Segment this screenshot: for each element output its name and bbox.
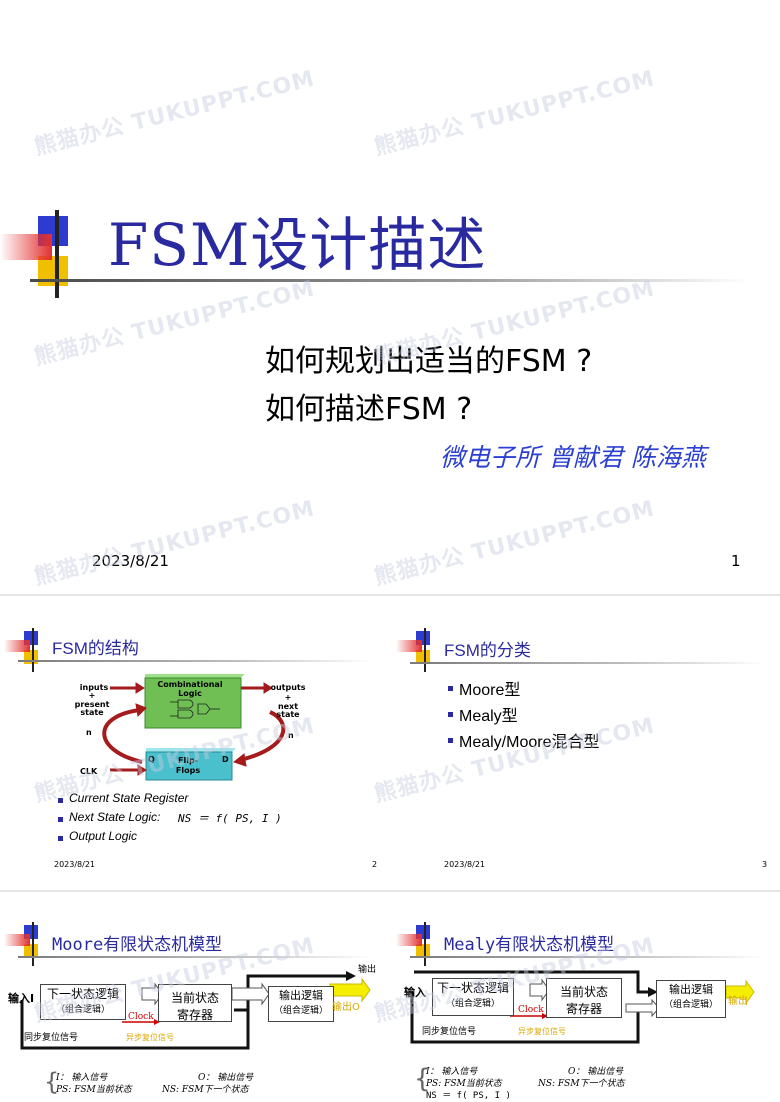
slide-logo-icon [396, 628, 430, 672]
next-state-logic-box: 下一状态逻辑 （组合逻辑） [40, 984, 126, 1020]
bullet-output-logic: Output Logic [69, 829, 138, 843]
next-state-formula: NS ＝ f( PS, I ) [178, 812, 282, 825]
authors: 微电子所 曾献君 陈海燕 [440, 443, 706, 472]
type-moore: Moore型 [459, 682, 521, 699]
svg-text:+: + [89, 691, 96, 700]
bullet-next-state: Next State Logic: [69, 810, 161, 824]
svg-text:state: state [276, 710, 300, 719]
sync-reset-label: 同步复位信号 [24, 1033, 79, 1043]
svg-text:Logic: Logic [178, 689, 202, 698]
slide-divider [0, 890, 780, 892]
type-mixed: Mealy/Moore混合型 [459, 734, 600, 751]
logic-gates-icon [170, 699, 220, 719]
current-state-register-box: 当前状态 寄存器 [158, 984, 232, 1022]
slide-logo-icon [4, 922, 38, 966]
legend-input: I： 输入信号 [426, 1067, 478, 1077]
question-2: 如何描述FSM ? [265, 392, 473, 427]
input-label: 输入I [8, 992, 35, 1005]
page-number: 1 [731, 552, 741, 570]
page-number: 3 [762, 860, 768, 869]
legend-ns: NS: FSM下一个状态 [162, 1085, 249, 1095]
q-label: Q [148, 755, 155, 764]
slide-5: Mealy有限状态机模型 下一状态逻辑 （组合逻辑） 当前状态 寄存器 输出逻辑… [390, 892, 780, 1102]
legend-ns: NS: FSM下一个状态 [538, 1079, 625, 1089]
async-reset-label: 异步复位信号 [518, 1027, 566, 1036]
legend-brace-icon: { [44, 1068, 60, 1096]
title-underline [410, 956, 765, 958]
slide-3: FSM的分类 Moore型 Mealy型 Mealy/Moore混合型 2023… [390, 598, 780, 888]
bullet-current-state: Current State Register [69, 791, 189, 805]
svg-text:present: present [75, 700, 110, 709]
bullet-icon [58, 817, 63, 822]
title-underline [30, 279, 750, 282]
d-label: D [222, 755, 229, 764]
legend-input: I： 输入信号 [56, 1073, 108, 1083]
svg-text:next: next [278, 702, 298, 711]
legend-formula: NS ＝ f( PS, I ) [426, 1091, 511, 1101]
slide-divider [0, 594, 780, 596]
page-number: 2 [372, 860, 378, 869]
legend-output: O： 输出信号 [568, 1067, 624, 1077]
title-underline [18, 956, 373, 958]
question-1: 如何规划出适当的FSM ? [265, 344, 593, 379]
slide-2: FSM的结构 Combinational Logic Flip- Flops [0, 598, 390, 888]
clock-label: Clock [518, 1005, 544, 1015]
svg-text:state: state [80, 708, 104, 717]
sync-reset-label: 同步复位信号 [422, 1027, 477, 1037]
async-reset-label: 异步复位信号 [126, 1033, 174, 1042]
slide-date: 2023/8/21 [54, 860, 96, 869]
slide-4: Moore有限状态机模型 下一状态逻辑 （组合逻辑） 当前状态 寄存器 输出逻辑… [0, 892, 390, 1102]
comb-logic-label: Combinational [157, 680, 222, 689]
svg-text:+: + [285, 693, 292, 702]
flip-flops-label: Flip- [178, 756, 198, 765]
n-label-right: n [288, 731, 294, 740]
type-mealy: Mealy型 [459, 708, 518, 725]
legend-brace-icon: { [414, 1064, 431, 1094]
moore-diagram [20, 971, 371, 1050]
slide-title: Moore有限状态机模型 [52, 935, 223, 955]
title-underline [18, 660, 373, 662]
slide-date: 2023/8/21 [92, 552, 169, 570]
bullet-icon [448, 738, 453, 743]
output-label: 输出 [728, 996, 748, 1007]
output-o-label: 输出O [332, 1002, 360, 1013]
bullet-icon [58, 836, 63, 841]
mealy-diagram [410, 970, 755, 1044]
slide-title: FSM的分类 [444, 641, 531, 660]
current-state-register-box: 当前状态 寄存器 [546, 978, 622, 1018]
fsm-structure-diagram: Combinational Logic Flip- Flops inputs +… [75, 674, 306, 781]
legend-ps: PS: FSM当前状态 [426, 1079, 502, 1089]
slide-logo-icon [4, 628, 38, 672]
slide-1: FSM设计描述 如何规划出适当的FSM ? 如何描述FSM ? 微电子所 曾献君… [0, 210, 750, 570]
clk-label: CLK [80, 767, 98, 776]
slide-title: FSM设计描述 [108, 211, 487, 279]
slide-logo-icon [0, 210, 68, 298]
title-underline [410, 662, 765, 664]
bullet-icon [448, 686, 453, 691]
bullet-icon [58, 798, 63, 803]
n-label-left: n [86, 728, 92, 737]
inputs-label: inputs [80, 683, 109, 692]
slide-title: Mealy有限状态机模型 [444, 935, 615, 955]
output-logic-box: 输出逻辑 （组合逻辑） [656, 980, 726, 1018]
input-label: 输入 [404, 986, 426, 999]
output-logic-box: 输出逻辑 （组合逻辑） [268, 986, 334, 1022]
output-label: 输出 [358, 965, 377, 975]
outputs-label: outputs [270, 683, 305, 692]
clock-label: Clock [128, 1012, 154, 1022]
svg-text:Flops: Flops [176, 766, 200, 775]
legend-ps: PS: FSM当前状态 [56, 1085, 132, 1095]
slide-date: 2023/8/21 [444, 860, 486, 869]
legend-output: O： 输出信号 [198, 1073, 254, 1083]
slide-title: FSM的结构 [52, 639, 139, 658]
bullet-icon [448, 712, 453, 717]
next-state-logic-box: 下一状态逻辑 （组合逻辑） [432, 978, 514, 1016]
slide-logo-icon [396, 922, 430, 966]
